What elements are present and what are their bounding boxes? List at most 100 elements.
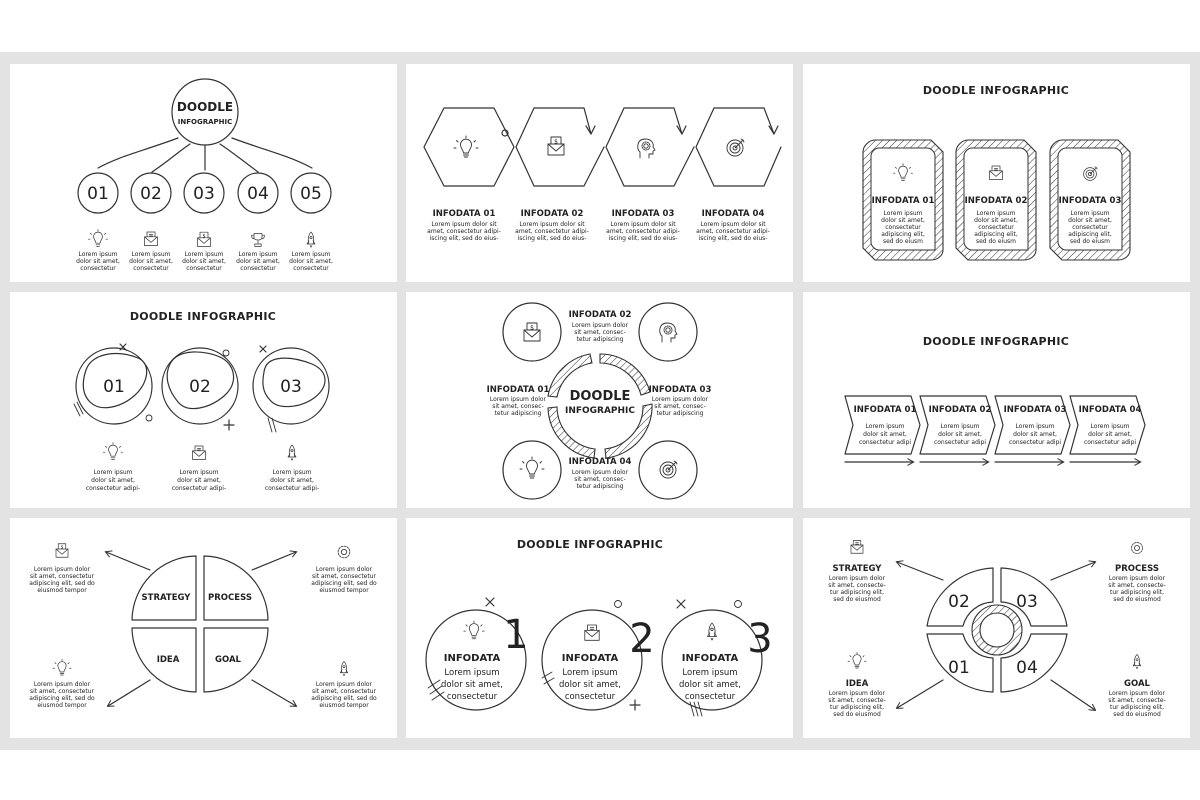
segment-01 bbox=[926, 633, 994, 693]
quadrant-label: STRATEGY bbox=[142, 593, 192, 603]
outer-circle bbox=[661, 609, 763, 711]
cross-mark bbox=[119, 343, 127, 351]
item-label: IDEA bbox=[846, 679, 869, 689]
money-envelope-icon bbox=[55, 543, 69, 558]
panel-cycle: DOODLE INFOGRAPHIC INFODATA 01 Lorem ips… bbox=[406, 292, 793, 508]
trophy-icon bbox=[251, 233, 265, 247]
cycle-ring bbox=[547, 353, 653, 459]
item-number: 01 bbox=[87, 184, 109, 204]
item-label: INFODATA 03 bbox=[1004, 405, 1067, 415]
item-label: GOAL bbox=[1124, 679, 1151, 689]
item-label: INFODATA 04 bbox=[702, 209, 765, 219]
money-icon bbox=[197, 231, 211, 248]
hexagon-4 bbox=[695, 107, 782, 187]
lightbulb-icon bbox=[463, 620, 485, 640]
big-number: 2 bbox=[629, 616, 654, 662]
arrow bbox=[251, 679, 296, 706]
quadrant-label: IDEA bbox=[157, 655, 180, 665]
segment-04 bbox=[1000, 633, 1068, 693]
lightbulb-icon bbox=[519, 456, 545, 479]
hatch-mark bbox=[73, 401, 84, 417]
quadrant-goal bbox=[203, 627, 269, 693]
item-label: STRATEGY bbox=[833, 564, 883, 574]
item-label: INFODATA 02 bbox=[521, 209, 584, 219]
item-number: 03 bbox=[280, 377, 302, 397]
outer-circle bbox=[75, 347, 153, 425]
gear-icon bbox=[1131, 542, 1143, 554]
quadrant-idea bbox=[131, 627, 197, 693]
panel-numbered-circles: DOODLE INFOGRAPHIC 1 INFODATA Lorem ipsu… bbox=[406, 518, 793, 738]
plus-mark bbox=[629, 699, 641, 711]
arrow bbox=[897, 679, 944, 708]
num-circle bbox=[77, 172, 119, 214]
gear-icon bbox=[337, 545, 351, 559]
lightbulb-icon bbox=[847, 651, 867, 669]
item-label: INFODATA 01 bbox=[433, 209, 496, 219]
dot bbox=[145, 414, 153, 422]
quadrant-circle bbox=[131, 555, 269, 693]
lightbulb-icon bbox=[52, 658, 72, 676]
big-number: 1 bbox=[503, 612, 528, 658]
lightbulb-icon bbox=[453, 135, 479, 158]
rocket-icon bbox=[306, 231, 316, 248]
hexagon-2 bbox=[515, 107, 605, 187]
icon-circle bbox=[502, 440, 562, 500]
item-label: INFODATA bbox=[444, 653, 501, 664]
arrow bbox=[1050, 562, 1095, 581]
cross-mark bbox=[676, 599, 686, 609]
title-line1: DOODLE bbox=[177, 100, 233, 114]
quadrant-label: PROCESS bbox=[208, 593, 252, 603]
outer-circle bbox=[252, 347, 330, 425]
item-label: INFODATA 02 bbox=[929, 405, 992, 415]
outer-circle bbox=[425, 609, 527, 711]
hexagon-1 bbox=[423, 107, 515, 187]
panel-chevrons: DOODLE INFOGRAPHIC INFODATA 01 Lorem ips… bbox=[803, 292, 1190, 508]
item-label: INFODATA 04 bbox=[1079, 405, 1142, 415]
num-circle bbox=[237, 172, 279, 214]
arrow-heads bbox=[585, 125, 779, 135]
outer-circle bbox=[541, 609, 643, 711]
outer-circle bbox=[161, 347, 239, 425]
blob-shape bbox=[166, 351, 235, 410]
quadrant-strategy bbox=[131, 555, 197, 621]
panel-title: DOODLE INFOGRAPHIC bbox=[517, 538, 663, 551]
ring-segments bbox=[926, 567, 1068, 693]
rocket-icon bbox=[287, 444, 297, 461]
segment-number: 03 bbox=[1016, 592, 1038, 612]
quadrant-process bbox=[203, 555, 269, 621]
item-label: INFODATA 03 bbox=[649, 385, 712, 395]
rocket-icon bbox=[1132, 654, 1142, 670]
blob-shape bbox=[262, 357, 326, 408]
num-circle bbox=[183, 172, 225, 214]
big-number: 3 bbox=[747, 616, 772, 662]
hatch-mark bbox=[541, 671, 555, 685]
segment-03 bbox=[1000, 567, 1068, 627]
arrow bbox=[897, 562, 944, 581]
envelope-icon bbox=[192, 445, 206, 460]
